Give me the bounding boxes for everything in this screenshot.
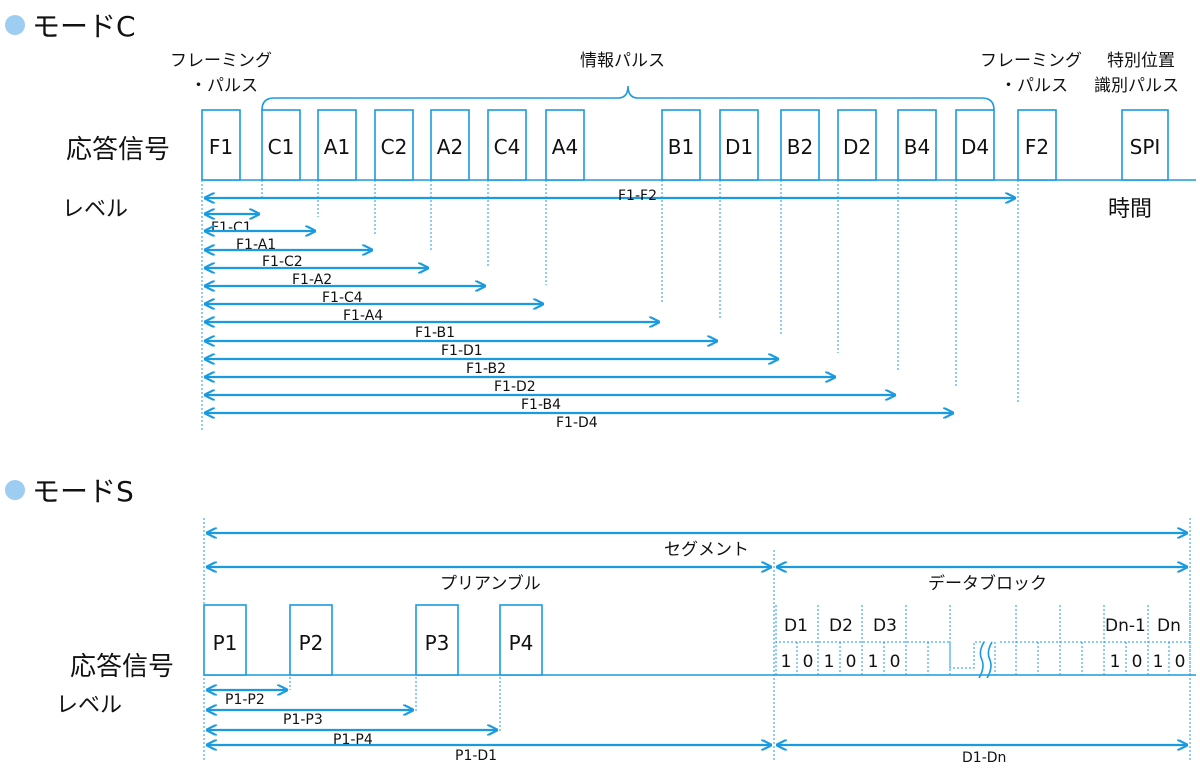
pulse-label-b2: B2 — [787, 135, 813, 159]
pulse-label-c4: C4 — [494, 135, 521, 159]
pulse-label-f2: F2 — [1025, 135, 1049, 159]
data-bit: 1 — [824, 652, 835, 672]
pulse-c2 — [374, 109, 414, 181]
response-signal-label-c: 応答信号 — [66, 135, 170, 165]
pulse-p2 — [289, 604, 333, 676]
data-label-dn-1: Dn-1 — [1105, 616, 1146, 636]
interval-label-f1-d4: F1-D4 — [556, 415, 598, 431]
pulse-b4 — [897, 109, 937, 181]
data-bit: 0 — [846, 652, 857, 672]
pulse-a4 — [545, 109, 585, 181]
pulse-label-b1: B1 — [668, 135, 694, 159]
data-label-dn: Dn — [1157, 616, 1181, 636]
pulse-d4 — [955, 109, 995, 181]
framing-right-line1: フレーミング — [980, 51, 1082, 71]
data-label-d2: D2 — [829, 616, 853, 636]
framing-left-line2: ・パルス — [190, 76, 258, 96]
interval-label-f1-c1: F1-C1 — [211, 220, 252, 236]
pulse-b1 — [661, 109, 701, 181]
data-bit: 0 — [1132, 652, 1143, 672]
break-icon — [978, 641, 993, 679]
data-label-d3: D3 — [873, 616, 897, 636]
data-bit: 0 — [803, 652, 814, 672]
level-label-c: レベル — [62, 197, 128, 222]
pulse-c4 — [487, 109, 527, 181]
bullet-icon — [5, 480, 25, 500]
pulse-f2 — [1017, 109, 1057, 181]
spi-label-line2: 識別パルス — [1094, 76, 1179, 96]
pulse-label-d2: D2 — [843, 135, 871, 159]
pulse-label-d1: D1 — [725, 135, 753, 159]
pulse-spi — [1121, 109, 1169, 181]
data-bit: 0 — [1175, 652, 1186, 672]
data-label-d1: D1 — [784, 616, 808, 636]
framing-right-line2: ・パルス — [1000, 76, 1068, 96]
pulse-label-b4: B4 — [904, 135, 930, 159]
pulse-d2 — [837, 109, 877, 181]
mode-c-title: モードC — [32, 10, 136, 43]
pulse-label-c1: C1 — [268, 135, 295, 159]
info-pulse-label: 情報パルス — [580, 51, 665, 71]
pulse-c1 — [261, 109, 301, 181]
mode-s-pulses: P1 P2 P3 P4 — [203, 604, 543, 676]
pulse-label-d4: D4 — [961, 135, 989, 159]
interval-label-p1-p2: P1-P2 — [225, 692, 265, 708]
interval-label-f1-b4: F1-B4 — [521, 397, 561, 413]
pulse-label-p2: P2 — [299, 631, 324, 655]
response-signal-label-s: 応答信号 — [70, 652, 174, 682]
pulse-label-f1: F1 — [209, 135, 233, 159]
pulse-p3 — [415, 604, 459, 676]
pulse-a2 — [430, 109, 470, 181]
mode-c-section: モードC フレーミング ・パルス 情報パルス フレーミング ・パルス 特別位置 … — [5, 10, 1196, 431]
level-label-s: レベル — [56, 693, 122, 718]
interval-label-f1-f2: F1-F2 — [618, 188, 657, 204]
mode-c-pulses: F1 C1 A1 C2 A2 C4 A4 B1 D1 B2 D2 B4 D4 F2 SPI — [201, 109, 1169, 181]
bullet-icon — [5, 15, 25, 35]
pulse-label-p4: P4 — [509, 631, 534, 655]
mode-c-intervals: F1-F2F1-C1F1-A1F1-C2F1-A2F1-C4F1-A4F1-B1… — [205, 188, 1015, 431]
interval-label-f1-b2: F1-B2 — [466, 361, 506, 377]
pulse-p4 — [499, 604, 543, 676]
mode-s-title: モードS — [32, 475, 134, 508]
interval-label-f1-d1: F1-D1 — [441, 343, 483, 359]
interval-label-p1-d1: P1-D1 — [455, 748, 497, 764]
info-pulse-brace — [261, 85, 995, 111]
data-bit: 1 — [1153, 652, 1164, 672]
segment-label: セグメント — [664, 540, 749, 560]
spi-label-line1: 特別位置 — [1107, 51, 1175, 71]
pulse-label-spi: SPI — [1130, 135, 1161, 159]
pulse-label-a1: A1 — [324, 135, 350, 159]
mode-c-guides — [201, 180, 1019, 430]
interval-label-f1-b1: F1-B1 — [415, 325, 455, 341]
pulse-f1 — [201, 109, 241, 181]
time-label: 時間 — [1108, 197, 1152, 222]
pulse-label-a2: A2 — [437, 135, 463, 159]
data-block-label: データブロック — [928, 573, 1047, 594]
preamble-label: プリアンブル — [440, 573, 541, 594]
pulse-b2 — [780, 109, 820, 181]
pulse-d1 — [719, 109, 759, 181]
pulse-label-a4: A4 — [552, 135, 578, 159]
data-bit: 1 — [868, 652, 879, 672]
data-bit: 0 — [890, 652, 901, 672]
data-bit: 1 — [781, 652, 792, 672]
data-bit: 1 — [1110, 652, 1121, 672]
interval-label-f1-d2: F1-D2 — [494, 379, 536, 395]
pulse-label-p3: P3 — [425, 631, 450, 655]
interval-label-p1-p3: P1-P3 — [283, 712, 323, 728]
data-block-grid — [775, 605, 1191, 679]
framing-left-line1: フレーミング — [170, 51, 272, 71]
pulse-a1 — [317, 109, 357, 181]
pulse-label-c2: C2 — [381, 135, 408, 159]
pulse-label-p1: P1 — [213, 631, 238, 655]
pulse-p1 — [203, 604, 247, 676]
interval-label-d1-dn: D1-Dn — [962, 750, 1006, 766]
